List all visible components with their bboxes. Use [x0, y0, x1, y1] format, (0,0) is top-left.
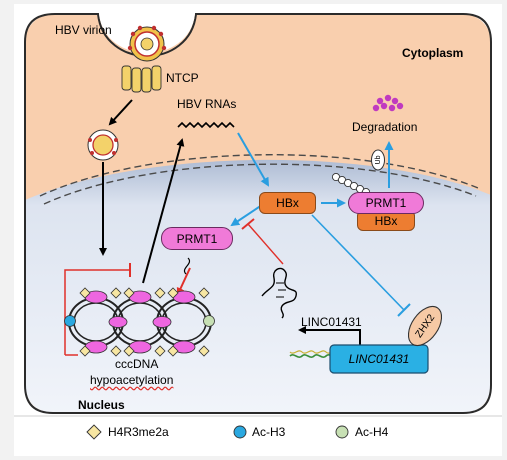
linc-inhibits-prmt1-bar — [241, 218, 255, 230]
linc-transcript-label: LINC01431 — [301, 315, 362, 329]
prmt1-hbx-complex-hbx: HBx — [357, 210, 415, 231]
linc-inhibits-prmt1-line — [247, 223, 284, 265]
cccdna-minichromosome — [64, 287, 215, 357]
degradation-dots — [372, 94, 404, 112]
transcription-arrow — [142, 138, 185, 284]
prmt1-hbx-complex-prmt1: PRMT1 — [348, 192, 424, 214]
cccdna-label: cccDNA — [115, 357, 159, 371]
hbx-box: HBx — [259, 192, 316, 214]
hbx-inhibits-zhx2-line — [311, 214, 405, 311]
hypoacetylation-bracket — [64, 269, 130, 355]
hbv-rna-strand — [177, 121, 235, 129]
legend-ac-h3-icon — [233, 425, 247, 439]
legend-h4r3me2a: H4R3me2a — [108, 425, 169, 439]
hbv-virion-icon — [127, 25, 167, 62]
nucleus-label: Nucleus — [78, 398, 125, 412]
legend-ac-h3: Ac-H3 — [252, 425, 286, 439]
degradation-label: Degradation — [352, 120, 418, 134]
legend-ac-h4-icon — [335, 425, 349, 439]
translation-arrow — [237, 132, 269, 187]
methylation-arrow — [176, 267, 191, 296]
linc-transcription-arrow — [298, 326, 361, 345]
cytoplasm-label: Cytoplasm — [402, 46, 464, 60]
prmt1-box: PRMT1 — [161, 227, 233, 250]
hypoacetylation-label: hypoacetylation — [90, 373, 174, 387]
prmt1-tail — [184, 257, 190, 275]
ub-label: Ub — [374, 155, 382, 165]
legend-ac-h4: Ac-H4 — [355, 425, 389, 439]
linc-gene-box — [329, 344, 429, 374]
nuclear-membrane-outer — [39, 154, 479, 197]
hbx-inhibits-zhx2-bar — [397, 303, 411, 317]
linc-rna-icon — [261, 267, 298, 319]
endocytosed-virion-icon — [87, 129, 119, 161]
entry-arrow — [108, 99, 133, 126]
hbv-rnas-label: HBV RNAs — [177, 97, 237, 111]
nuclear-membrane-inner — [43, 163, 477, 205]
hbv-virion-label: HBV virion — [55, 23, 112, 37]
linc-gene-label: LINC01431 — [348, 352, 410, 366]
hbx-to-prmt1-arrow — [230, 204, 263, 227]
ntcp-receptor-icon — [121, 65, 162, 93]
ntcp-label: NTCP — [166, 71, 199, 85]
legend-diamond-icon — [86, 424, 102, 440]
zhx2-protein — [407, 305, 443, 347]
ubiquitin-tag — [371, 149, 385, 171]
